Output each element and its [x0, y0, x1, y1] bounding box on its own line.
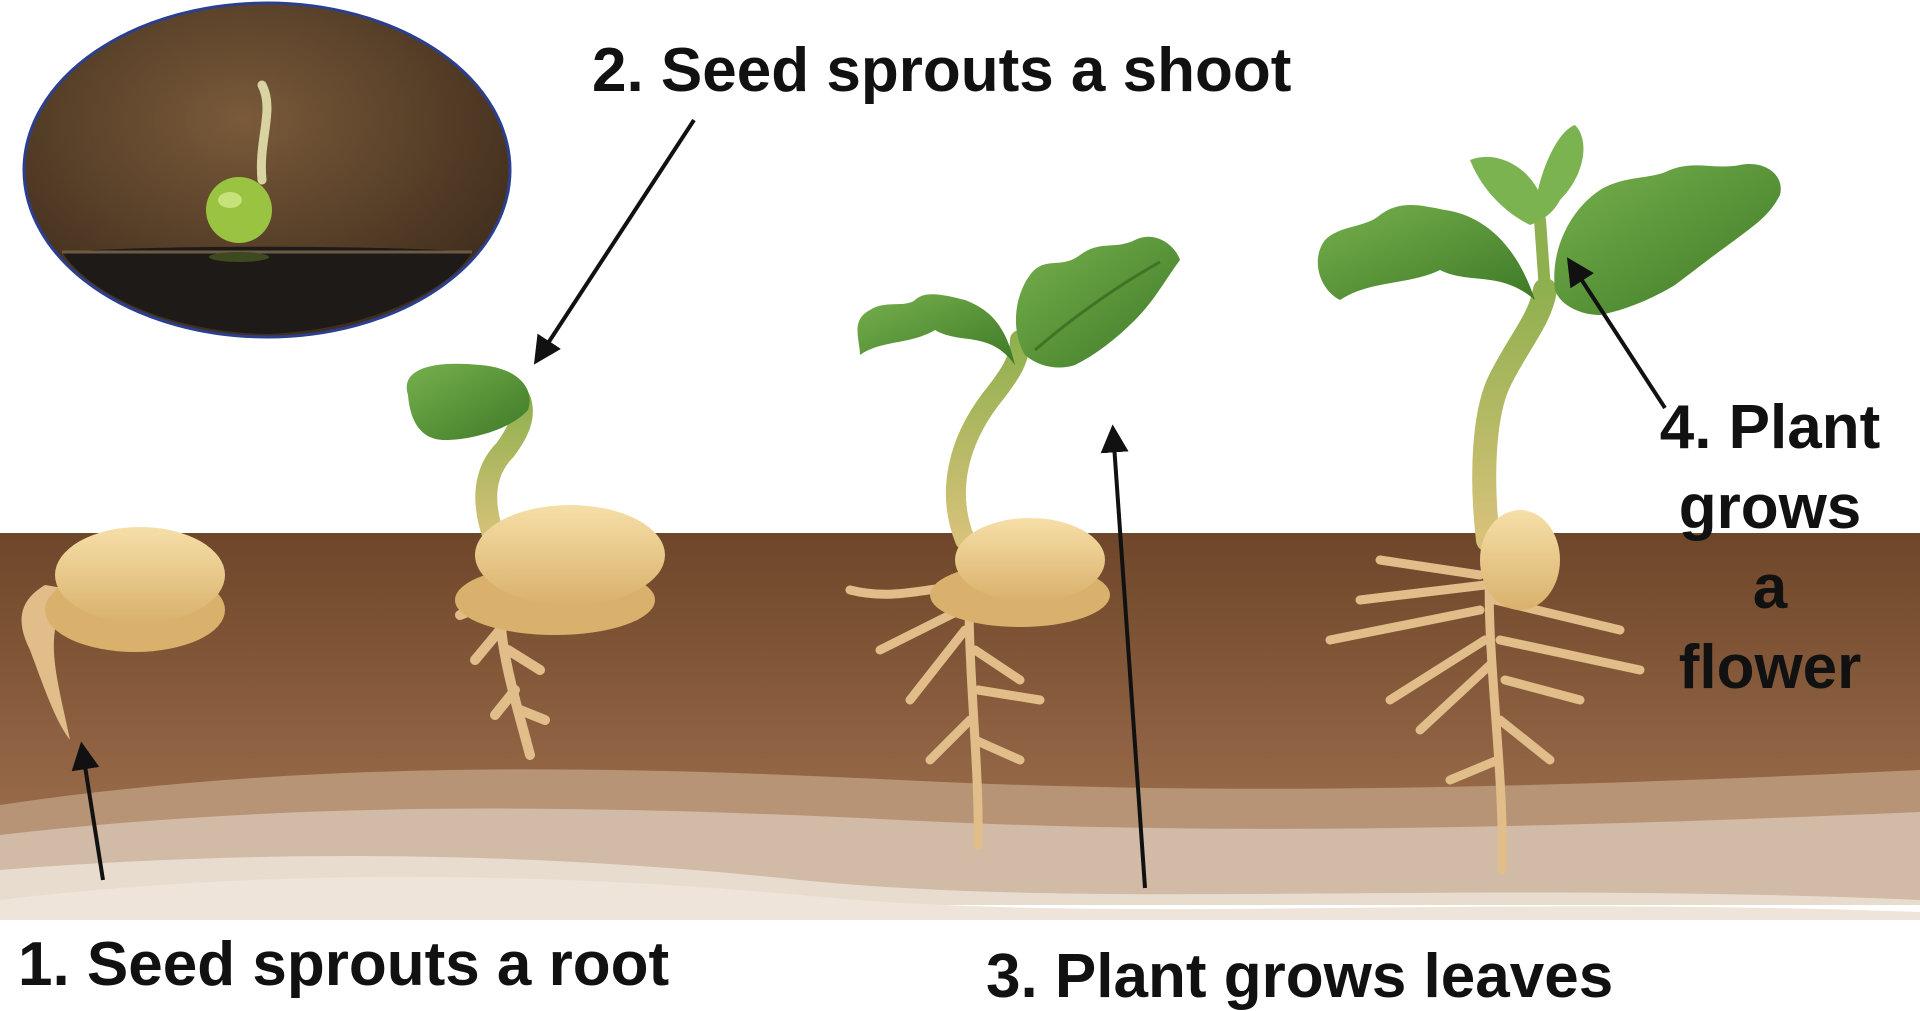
label-step-4: 4. Plant grows a flower — [1644, 388, 1896, 708]
label-step-4-line: 4. Plant — [1644, 388, 1896, 468]
leaf-left-big — [1318, 205, 1535, 300]
label-step-4-line: a — [1644, 548, 1896, 628]
label-step-2: 2. Seed sprouts a shoot — [592, 40, 1291, 102]
label-step-1: 1. Seed sprouts a root — [18, 934, 669, 996]
label-step-4-line: grows — [1644, 468, 1896, 548]
label-step-3: 3. Plant grows leaves — [986, 946, 1613, 1008]
arrow-step2 — [537, 120, 694, 360]
bud-leaf — [1470, 125, 1583, 225]
leaf-left — [858, 294, 1016, 365]
label-step-4-line: flower — [1644, 628, 1896, 708]
seed-photo — [24, 3, 510, 337]
